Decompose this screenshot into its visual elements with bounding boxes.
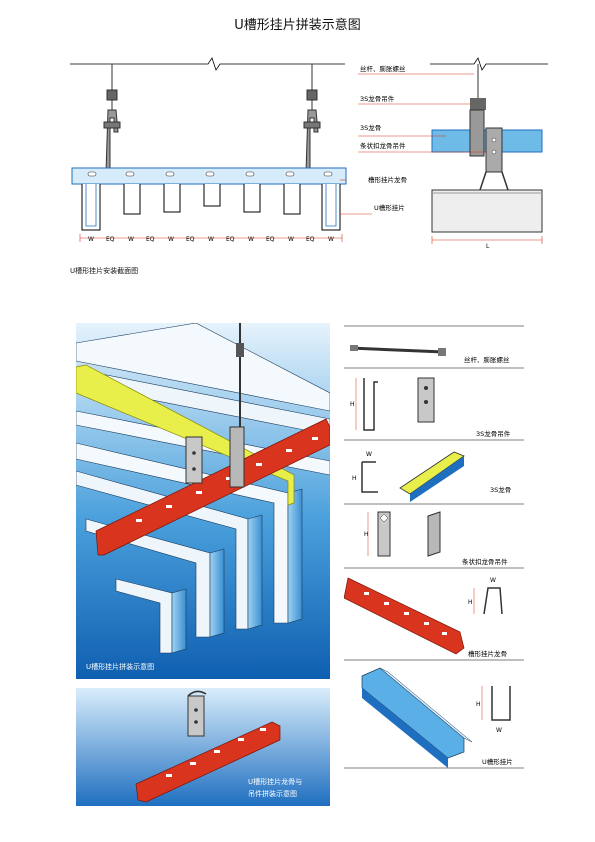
end-view	[431, 64, 543, 233]
hanger-rod-right	[303, 64, 321, 173]
part-label-rod: 丝杆、膨胀螺丝	[464, 355, 510, 364]
keel-hanger-panel: U槽形挂片龙骨与 吊件拼装示意图	[76, 688, 330, 806]
hanger-rod-left	[103, 64, 121, 173]
label-u-panel: U槽形挂片	[374, 203, 405, 212]
label-hanger-3s: 3S龙骨吊件	[360, 94, 395, 103]
dim-label: W	[248, 236, 254, 243]
dimension-labels: W EQ W EQ W EQ W EQ W EQ W EQ W	[88, 236, 334, 243]
channel-keel-iso	[95, 418, 330, 556]
label-channel-keel: 槽形挂片龙骨	[368, 175, 407, 184]
dim-h: H	[476, 701, 481, 708]
dim-label: W	[208, 236, 214, 243]
part-hook-hanger: H 条状扣龙骨吊件	[364, 511, 508, 566]
section-caption: U槽形挂片安装截面图	[70, 267, 139, 275]
dim-h: H	[352, 475, 357, 482]
part-label-channel-keel: 槽形挂片龙骨	[468, 649, 507, 658]
dim-h: H	[350, 401, 355, 408]
part-channel-keel: H W 槽形挂片龙骨	[344, 577, 507, 658]
dim-w: W	[496, 727, 502, 734]
label-keel-3s: 3S龙骨	[360, 123, 381, 132]
assembly-panel: U槽形挂片拼装示意图	[76, 323, 330, 679]
dim-h: H	[364, 531, 369, 538]
dim-w: W	[490, 577, 496, 584]
dim-label: EQ	[146, 236, 155, 243]
label-rod: 丝杆、膨胀螺丝	[360, 64, 406, 73]
dim-label: EQ	[226, 236, 235, 243]
dim-label: W	[88, 236, 94, 243]
dim-h: H	[468, 599, 473, 606]
part-label-hook-hanger: 条状扣龙骨吊件	[462, 557, 508, 566]
keel-slots-iso	[136, 437, 318, 522]
part-keel-3s: H W 3S龙骨	[352, 451, 511, 502]
hanger-detail	[187, 690, 207, 737]
ceiling-line-left	[70, 57, 345, 71]
top-labels: 丝杆、膨胀螺丝 3S龙骨吊件 3S龙骨 条状扣龙骨吊件 槽形挂片龙骨 U槽形挂片	[360, 64, 407, 212]
u-panel-sections	[81, 184, 341, 231]
label-hook-hanger: 条状扣龙骨吊件	[360, 141, 406, 150]
dim-label: W	[288, 236, 294, 243]
dim-label: EQ	[306, 236, 315, 243]
keel-caption-line1: U槽形挂片龙骨与	[248, 777, 302, 786]
dim-L-line	[431, 236, 543, 244]
channel-keel-detail	[135, 721, 281, 803]
page-title: U槽形挂片拼装示意图	[234, 18, 361, 33]
part-label-hanger-3s: 3S龙骨吊件	[476, 429, 511, 438]
part-u-panel: H W U槽形挂片	[361, 667, 513, 768]
dim-label: W	[328, 236, 334, 243]
ceiling-line-right	[430, 57, 548, 71]
dim-L-label: L	[486, 243, 490, 250]
assembly-caption: U槽形挂片拼装示意图	[86, 662, 154, 671]
dim-w: W	[366, 451, 372, 458]
keel-caption-line2: 吊件拼装示意图	[248, 789, 297, 798]
leader-lines	[340, 73, 486, 215]
hanger-iso	[185, 323, 245, 488]
keel-bar-slots	[87, 171, 333, 177]
part-label-keel-3s: 3S龙骨	[490, 485, 511, 494]
dim-label: EQ	[106, 236, 115, 243]
parts-list: 丝杆、膨胀螺丝 H 3S龙骨吊件 H W 3S龙骨 H 条状扣龙骨吊件	[344, 325, 524, 769]
part-hanger-3s: H 3S龙骨吊件	[350, 377, 511, 438]
keel-3s-iso	[76, 364, 295, 506]
part-rod: 丝杆、膨胀螺丝	[349, 345, 510, 364]
dim-label: EQ	[266, 236, 275, 243]
section-drawing: W EQ W EQ W EQ W EQ W EQ W EQ W L	[70, 57, 548, 250]
dim-label: W	[168, 236, 174, 243]
dim-label: EQ	[186, 236, 195, 243]
part-label-u-panel: U槽形挂片	[482, 757, 513, 766]
dimension-line	[79, 234, 343, 242]
dim-label: W	[128, 236, 134, 243]
